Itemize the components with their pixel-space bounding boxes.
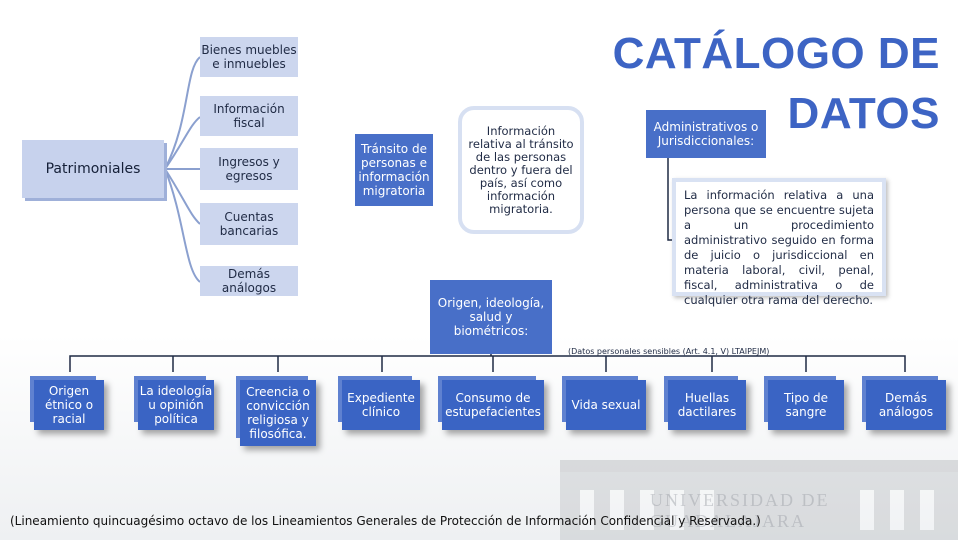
transito-description: Información relativa al tránsito de las … bbox=[458, 106, 584, 234]
item-cuentas: Cuentas bancarias bbox=[200, 203, 298, 245]
item-demas-analogos: Demás análogos bbox=[200, 266, 298, 296]
origen-item-vida-sexual: Vida sexual bbox=[566, 380, 646, 430]
origen-item-creencia: Creencia o convicción religiosa y filosó… bbox=[240, 380, 316, 446]
building-watermark bbox=[560, 460, 958, 540]
sensitive-data-note: (Datos personales sensibles (Art. 4.1, V… bbox=[568, 347, 770, 356]
origen-box: Origen, ideología, salud y biométricos: bbox=[430, 280, 552, 354]
page-title: CATÁLOGO DE DATOS bbox=[612, 29, 940, 138]
watermark-text: UNIVERSIDAD DE GUADALAJARA bbox=[650, 490, 830, 531]
administrativos-box: Administrativos o Jurisdiccionales: bbox=[646, 110, 766, 158]
origen-item-etnico: Origen étnico o racial bbox=[34, 380, 104, 430]
footer-reference: (Lineamiento quincuagésimo octavo de los… bbox=[10, 514, 761, 528]
origen-item-huellas: Huellas dactilares bbox=[668, 380, 746, 430]
origen-item-expediente: Expediente clínico bbox=[342, 380, 420, 430]
origen-item-demas-analogos: Demás análogos bbox=[866, 380, 946, 430]
item-informacion-fiscal: Información fiscal bbox=[200, 96, 298, 136]
item-ingresos: Ingresos y egresos bbox=[200, 148, 298, 190]
item-bienes: Bienes muebles e inmuebles bbox=[200, 37, 298, 77]
origen-item-consumo: Consumo de estupefacientes bbox=[442, 380, 544, 430]
transito-box: Tránsito de personas e información migra… bbox=[355, 134, 433, 206]
administrativos-description: La información relativa a una persona qu… bbox=[672, 178, 886, 307]
origen-item-ideologia: La ideología u opinión política bbox=[138, 380, 214, 430]
patrimoniales-box: Patrimoniales bbox=[22, 140, 164, 198]
origen-item-tipo-sangre: Tipo de sangre bbox=[768, 380, 844, 430]
